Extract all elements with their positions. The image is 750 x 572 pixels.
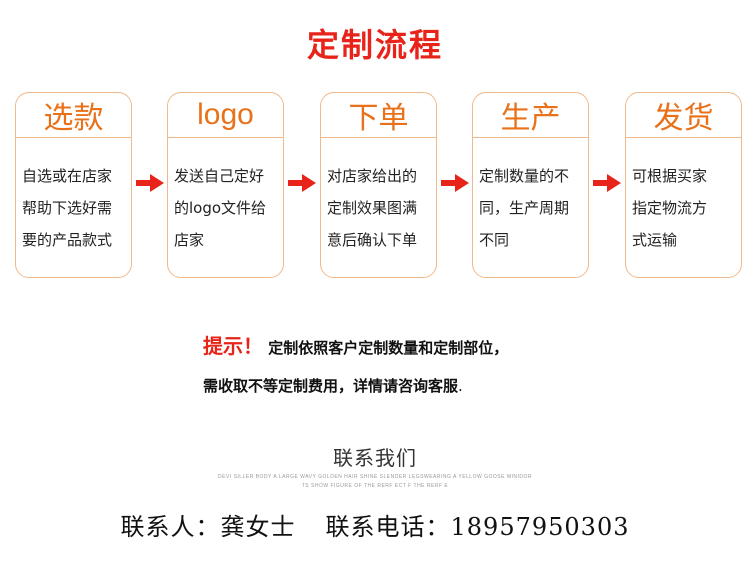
step-line: 意后确认下单 — [327, 231, 418, 249]
contact-phone: 联系电话：18957950303 — [325, 513, 630, 541]
step-description: 定制数量的不 同，生产周期 不同 — [473, 138, 588, 256]
step-line: 帮助下选好需 — [22, 199, 113, 217]
step-line: 的logo文件给 — [174, 199, 267, 217]
step-card-shipping: 发货 可根据买家 指定物流方 式运输 — [625, 92, 742, 278]
notice-period: . — [458, 377, 463, 395]
arrow-right-icon — [441, 174, 469, 192]
step-line: 店家 — [174, 231, 205, 249]
process-steps: 选款 自选或在店家 帮助下选好需 要的产品款式 logo 发送自己定好 的log… — [15, 92, 742, 282]
notice-line-1: 定制依照客户定制数量和定制部位， — [268, 339, 509, 357]
step-heading: 生产 — [473, 93, 588, 138]
step-card-order: 下单 对店家给出的 定制效果图满 意后确认下单 — [320, 92, 437, 278]
step-line: 要的产品款式 — [22, 231, 113, 249]
step-line: 不同 — [479, 231, 510, 249]
step-heading: 选款 — [16, 93, 131, 138]
step-description: 对店家给出的 定制效果图满 意后确认下单 — [321, 138, 436, 256]
step-heading: 发货 — [626, 93, 741, 138]
step-line: 同，生产周期 — [479, 199, 570, 217]
step-line: 发送自己定好 — [174, 167, 265, 185]
step-line: 式运输 — [632, 231, 678, 249]
arrow-right-icon — [136, 174, 164, 192]
contact-heading: 联系我们 — [333, 446, 417, 470]
step-line: 指定物流方 — [632, 199, 708, 217]
step-line: 定制效果图满 — [327, 199, 418, 217]
arrow-right-icon — [288, 174, 316, 192]
notice-tip-label: 提示！ — [203, 334, 263, 358]
step-card-select: 选款 自选或在店家 帮助下选好需 要的产品款式 — [15, 92, 132, 278]
contact-info: 联系人：龚女士 联系电话：18957950303 — [0, 507, 750, 542]
step-description: 可根据买家 指定物流方 式运输 — [626, 138, 741, 256]
notice-line-2: 需收取不等定制费用，详情请咨询客服 — [203, 377, 459, 395]
step-heading: 下单 — [321, 93, 436, 138]
customization-notice: 提示！ 定制依照客户定制数量和定制部位， 需收取不等定制费用，详情请咨询客服. — [203, 327, 508, 405]
step-description: 自选或在店家 帮助下选好需 要的产品款式 — [16, 138, 131, 256]
step-description: 发送自己定好 的logo文件给 店家 — [168, 138, 283, 256]
step-line: 自选或在店家 — [22, 167, 113, 185]
step-card-logo: logo 发送自己定好 的logo文件给 店家 — [167, 92, 284, 278]
step-line: 定制数量的不 — [479, 167, 570, 185]
page-title: 定制流程 — [306, 26, 443, 64]
step-card-production: 生产 定制数量的不 同，生产周期 不同 — [472, 92, 589, 278]
decorative-small-text: TS SHOW FIGURE OF THE RERF ECT F THE RER… — [301, 483, 449, 489]
decorative-small-text: DEVI SILLER BODY A LARGE WAVY GOLDEN HAI… — [218, 474, 532, 480]
arrow-right-icon — [593, 174, 621, 192]
step-line: 可根据买家 — [632, 167, 708, 185]
step-heading: logo — [168, 93, 283, 138]
contact-person: 联系人：龚女士 — [120, 513, 296, 541]
step-line: 对店家给出的 — [327, 167, 418, 185]
